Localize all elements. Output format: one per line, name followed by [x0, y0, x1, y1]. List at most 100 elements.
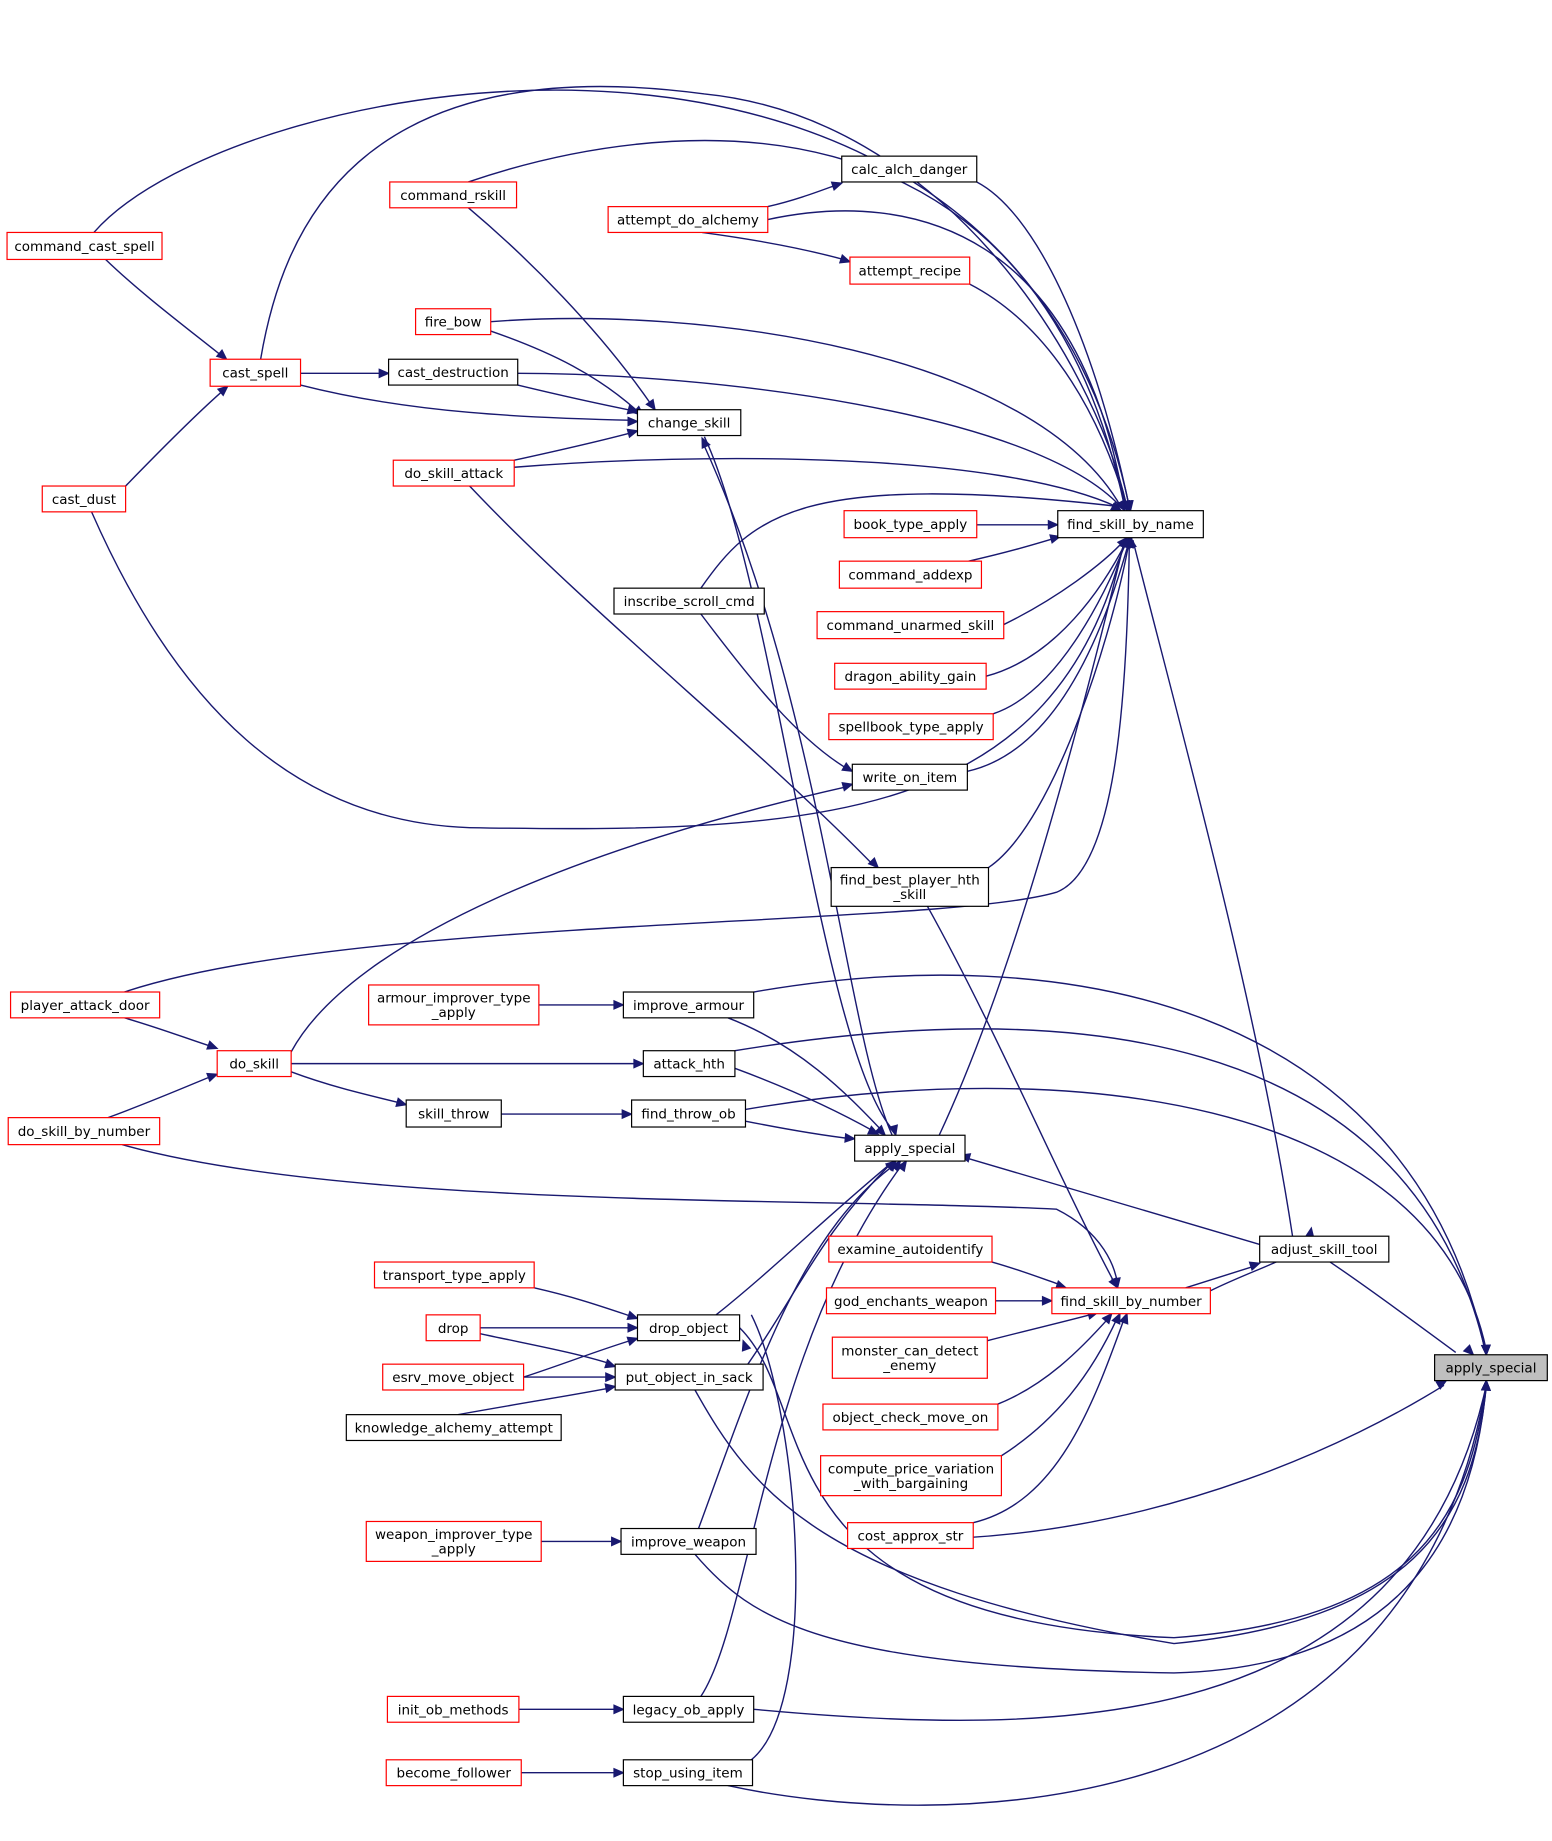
node-god-enchants-weapon[interactable]: god_enchants_weapon [825, 1287, 997, 1315]
node-box[interactable] [385, 1759, 522, 1787]
node-monster-can-detect-enemy[interactable]: monster_can_detect_enemy [831, 1336, 988, 1379]
node-box[interactable] [820, 1455, 1003, 1497]
node-box[interactable] [843, 510, 978, 539]
node-box[interactable] [816, 611, 1005, 640]
node-box[interactable] [622, 1759, 754, 1787]
node-box[interactable] [828, 713, 994, 741]
node-box[interactable] [1051, 1287, 1211, 1315]
node-examine-autoidentify[interactable]: examine_autoidentify [828, 1235, 993, 1263]
node-cast-destruction[interactable]: cast_destruction [387, 358, 519, 386]
node-box[interactable] [209, 358, 302, 387]
node-box[interactable] [7, 1117, 161, 1146]
node-box[interactable] [825, 1287, 997, 1315]
node-knowledge-alchemy-attempt[interactable]: knowledge_alchemy_attempt [345, 1414, 562, 1442]
node-box[interactable] [828, 1235, 993, 1263]
node-cast-dust[interactable]: cast_dust [41, 485, 127, 513]
node-box[interactable] [636, 1314, 741, 1342]
node-box[interactable] [614, 1363, 764, 1391]
node-box[interactable] [622, 1695, 755, 1723]
node-box[interactable] [636, 409, 742, 437]
node-box[interactable] [831, 1336, 988, 1379]
node-do-skill[interactable]: do_skill [216, 1050, 292, 1078]
node-become-follower[interactable]: become_follower [385, 1759, 522, 1787]
node-apply-special-mid[interactable]: apply_special [854, 1134, 966, 1162]
node-box[interactable] [849, 256, 971, 285]
node-box[interactable] [622, 991, 755, 1019]
node-command-rskill[interactable]: command_rskill [389, 181, 518, 209]
node-improve-weapon[interactable]: improve_weapon [620, 1527, 757, 1555]
node-box[interactable] [620, 1527, 757, 1555]
node-box[interactable] [6, 231, 163, 261]
node-find-skill-by-number[interactable]: find_skill_by_number [1051, 1287, 1211, 1315]
node-box[interactable] [838, 560, 983, 589]
node-box[interactable] [345, 1414, 562, 1442]
node-compute-price-variation-with-bargaining[interactable]: compute_price_variation_with_bargaining [820, 1455, 1003, 1497]
node-player-attack-door[interactable]: player_attack_door [9, 991, 161, 1019]
node-do-skill-attack[interactable]: do_skill_attack [392, 459, 515, 487]
node-spellbook-type-apply[interactable]: spellbook_type_apply [828, 713, 994, 741]
node-box[interactable] [216, 1050, 292, 1078]
node-box[interactable] [854, 1134, 966, 1162]
node-change-skill[interactable]: change_skill [636, 409, 742, 437]
node-box[interactable] [392, 459, 515, 487]
node-box[interactable] [1434, 1354, 1548, 1382]
node-skill-throw[interactable]: skill_throw [405, 1099, 502, 1128]
node-attempt-recipe[interactable]: attempt_recipe [849, 256, 971, 285]
node-legacy-ob-apply[interactable]: legacy_ob_apply [622, 1695, 755, 1723]
node-command-cast-spell[interactable]: command_cast_spell [6, 231, 163, 261]
node-init-ob-methods[interactable]: init_ob_methods [386, 1695, 520, 1723]
node-box[interactable] [607, 206, 769, 234]
node-fire-bow[interactable]: fire_bow [414, 308, 492, 336]
node-box[interactable] [365, 1520, 542, 1562]
node-box[interactable] [368, 984, 540, 1026]
node-box[interactable] [382, 1363, 525, 1391]
node-box[interactable] [373, 1261, 535, 1289]
node-transport-type-apply[interactable]: transport_type_apply [373, 1261, 535, 1289]
node-box[interactable] [414, 308, 492, 336]
node-box[interactable] [405, 1099, 502, 1128]
node-calc-alch-danger[interactable]: calc_alch_danger [841, 155, 978, 183]
node-box[interactable] [851, 763, 968, 791]
node-armour-improver-type-apply[interactable]: armour_improver_type_apply [368, 984, 540, 1026]
node-put-object-in-sack[interactable]: put_object_in_sack [614, 1363, 764, 1391]
node-box[interactable] [386, 1695, 520, 1723]
node-cost-approx-str[interactable]: cost_approx_str [847, 1522, 974, 1550]
node-dragon-ability-gain[interactable]: dragon_ability_gain [834, 662, 987, 690]
node-box[interactable] [841, 155, 978, 183]
node-box[interactable] [847, 1522, 974, 1550]
node-box[interactable] [387, 358, 519, 386]
node-cast-spell[interactable]: cast_spell [209, 358, 302, 387]
node-esrv-move-object[interactable]: esrv_move_object [382, 1363, 525, 1391]
node-improve-armour[interactable]: improve_armour [622, 991, 755, 1019]
node-drop-object[interactable]: drop_object [636, 1314, 741, 1342]
node-command-unarmed-skill[interactable]: command_unarmed_skill [816, 611, 1005, 640]
node-box[interactable] [834, 662, 987, 690]
node-inscribe-scroll-cmd[interactable]: inscribe_scroll_cmd [613, 587, 765, 615]
node-object-check-move-on[interactable]: object_check_move_on [822, 1403, 999, 1431]
node-box[interactable] [1057, 510, 1204, 539]
node-write-on-item[interactable]: write_on_item [851, 763, 968, 791]
node-find-throw-ob[interactable]: find_throw_ob [631, 1099, 747, 1128]
node-adjust-skill-tool[interactable]: adjust_skill_tool [1259, 1235, 1390, 1263]
node-box[interactable] [425, 1314, 481, 1342]
node-command-addexp[interactable]: command_addexp [838, 560, 983, 589]
node-box[interactable] [389, 181, 518, 209]
node-drop[interactable]: drop [425, 1314, 481, 1342]
node-box[interactable] [41, 485, 127, 513]
node-find-best-player-hth-skill[interactable]: find_best_player_hth_skill [830, 866, 990, 907]
node-box[interactable] [830, 866, 990, 907]
node-box[interactable] [1259, 1235, 1390, 1263]
node-attack-hth[interactable]: attack_hth [642, 1050, 736, 1078]
node-apply-special[interactable]: apply_special [1434, 1354, 1548, 1382]
node-attempt-do-alchemy[interactable]: attempt_do_alchemy [607, 206, 769, 234]
node-book-type-apply[interactable]: book_type_apply [843, 510, 978, 539]
node-box[interactable] [631, 1099, 747, 1128]
node-find-skill-by-name[interactable]: find_skill_by_name [1057, 510, 1204, 539]
node-stop-using-item[interactable]: stop_using_item [622, 1759, 754, 1787]
node-box[interactable] [822, 1403, 999, 1431]
node-weapon-improver-type-apply[interactable]: weapon_improver_type_apply [365, 1520, 542, 1562]
node-box[interactable] [613, 587, 765, 615]
node-do-skill-by-number[interactable]: do_skill_by_number [7, 1117, 161, 1146]
node-box[interactable] [9, 991, 161, 1019]
node-box[interactable] [642, 1050, 736, 1078]
